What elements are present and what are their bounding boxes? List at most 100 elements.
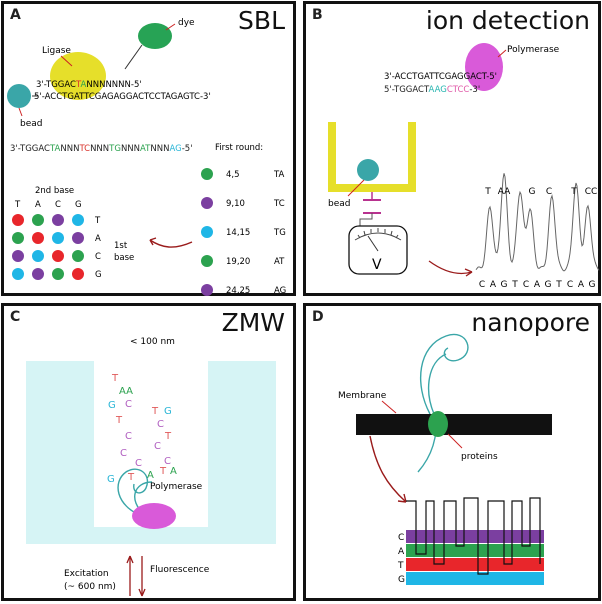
grid-col-label: C	[55, 200, 61, 210]
panel-title: ion detection	[425, 6, 590, 35]
sequence-segment: -5'	[182, 144, 193, 154]
round-dot	[201, 284, 213, 296]
polymerase-label: Polymerase	[150, 482, 203, 492]
strand-segment: -3'	[469, 85, 480, 95]
zmw-well	[26, 361, 276, 544]
meter-ticks	[357, 228, 399, 239]
grid-dot	[52, 250, 64, 262]
nucleotide: A	[170, 466, 177, 477]
base-letter: C	[567, 280, 573, 290]
sequence-segment: 3'-TGGAC	[10, 144, 50, 154]
excitation-arrowhead	[126, 555, 134, 564]
bead-pointer	[347, 179, 365, 197]
band-label: A	[398, 547, 405, 557]
grid-dot	[72, 250, 84, 262]
template-strand: 5'-ACCTGATTCGAGAGGACTCCTAGAGTC-3'	[34, 92, 211, 102]
membrane-bar	[356, 414, 552, 435]
grid-dot	[52, 268, 64, 280]
band-label: G	[398, 575, 405, 585]
base-letter: A	[534, 280, 541, 290]
ligase-blob	[50, 52, 106, 100]
round-position: 4,5	[226, 170, 240, 180]
current-trace	[406, 497, 541, 575]
grid-dot	[52, 232, 64, 244]
current-arrow	[369, 435, 407, 503]
nucleotide: C	[164, 456, 171, 467]
base-letter: C	[479, 280, 485, 290]
round-position: 24,25	[226, 286, 250, 296]
grid-col-label: G	[75, 200, 82, 210]
grid-col-label: T	[14, 200, 21, 210]
base-letter: G	[545, 280, 552, 290]
base-letter: A	[490, 280, 497, 290]
bead-circle	[357, 159, 379, 181]
polymerase-blob	[465, 43, 503, 91]
round-pair: AG	[274, 286, 286, 296]
ion-strand-bottom: 5'-TGGACTAAGCTCC-3'	[384, 85, 480, 95]
polymerase-label: Polymerase	[507, 45, 560, 55]
sequence-segment: AG	[169, 144, 181, 154]
current-band	[406, 544, 544, 557]
meter-label: V	[372, 257, 382, 273]
dye-label: dye	[178, 18, 195, 28]
nucleotide: G	[164, 406, 172, 417]
panel-title: ZMW	[221, 308, 285, 337]
ligation-sequence: 3'-TGGACTANNNTCNNNTGNNNATNNNAG-5'	[10, 144, 193, 154]
nucleotide: T	[159, 466, 167, 477]
nucleotide: C	[154, 441, 161, 452]
round-position: 9,10	[226, 199, 245, 209]
nucleotide: G	[107, 474, 115, 485]
round-position: 19,20	[226, 257, 250, 267]
probe-strand: 3'-TGGACTANNNNNNN-5'	[36, 80, 142, 90]
grid-dot	[72, 232, 84, 244]
membrane-label: Membrane	[338, 391, 387, 401]
bead-circle	[7, 84, 31, 108]
peak-label: G	[529, 187, 536, 197]
bead-label: bead	[328, 199, 350, 209]
bead-pointer	[18, 107, 23, 117]
grid-dot	[12, 250, 24, 262]
peak-label: T	[484, 187, 491, 197]
fluorescence-label: Fluorescence	[150, 565, 210, 575]
probe-part: 3'-TGGAC	[36, 80, 76, 90]
round-pair: TC	[273, 199, 285, 209]
dye-connector	[124, 44, 143, 70]
grid-dot	[12, 214, 24, 226]
sequence-segment: NNN	[60, 144, 79, 154]
grid-row-label: T	[94, 216, 101, 226]
meter-wire	[359, 213, 373, 227]
pore-protein	[428, 411, 448, 437]
first-base-label: base	[114, 253, 134, 263]
size-label: < 100 nm	[130, 337, 175, 347]
nucleotide: AA	[119, 386, 133, 397]
grid-dot	[32, 268, 44, 280]
sequence-segment: NNN	[121, 144, 140, 154]
base-letter: T	[511, 280, 518, 290]
panel-letter: C	[10, 309, 21, 325]
grid-row-label: A	[95, 234, 101, 244]
grid-row-label: C	[95, 252, 101, 262]
grid-dot	[72, 268, 84, 280]
round-dot	[201, 168, 213, 180]
first-round-label: First round:	[215, 143, 263, 153]
nucleotide: C	[157, 419, 164, 430]
round-pair: TA	[273, 170, 285, 180]
meter-scale	[354, 232, 402, 241]
probe-part: T	[75, 80, 82, 90]
round-pair: TG	[273, 228, 286, 238]
band-label: T	[397, 561, 404, 571]
ion-diagram: Polymerase 3'-ACCTGATTCGAGGACT-5' 5'-TGG…	[328, 43, 600, 290]
panel-title: nanopore	[471, 308, 590, 337]
grid-dot	[52, 214, 64, 226]
excitation-label: Excitation	[64, 569, 109, 579]
voltmeter	[348, 225, 408, 275]
excitation-wavelength: (~ 600 nm)	[64, 582, 116, 592]
